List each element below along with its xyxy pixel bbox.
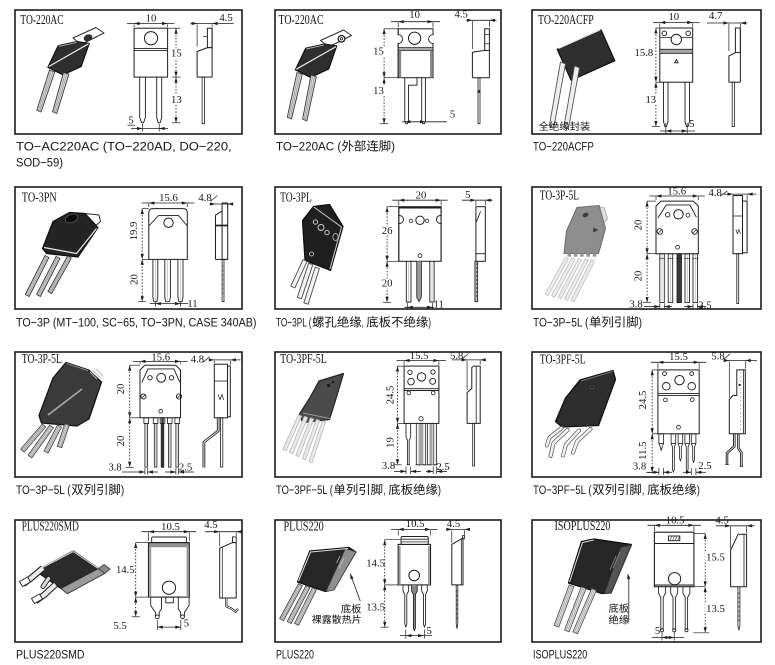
svg-text:10: 10 xyxy=(668,11,679,23)
svg-text:TO-3PF-5L: TO-3PF-5L xyxy=(280,352,327,367)
svg-text:TO−3PF−5L (: TO−3PF−5L ( xyxy=(276,484,333,498)
svg-text:15.5: 15.5 xyxy=(410,350,429,362)
svg-text:24.5: 24.5 xyxy=(384,386,396,405)
svg-text:2.5: 2.5 xyxy=(698,299,711,311)
svg-text:13.5: 13.5 xyxy=(366,602,385,614)
svg-text:TO-3P-5L: TO-3P-5L xyxy=(22,352,62,367)
svg-text:15: 15 xyxy=(171,48,182,60)
svg-text:20: 20 xyxy=(382,278,393,290)
svg-text:13: 13 xyxy=(373,85,384,97)
svg-text:): ) xyxy=(121,484,125,497)
svg-text:PLUS220: PLUS220 xyxy=(276,648,314,662)
svg-text:,: , xyxy=(362,316,364,330)
svg-text:4.5: 4.5 xyxy=(219,12,232,24)
svg-text:SOD−59): SOD−59) xyxy=(16,155,63,170)
svg-text:TO-3PL: TO-3PL xyxy=(280,191,312,205)
svg-text:TO−3PF−5L (: TO−3PF−5L ( xyxy=(533,484,592,497)
svg-text:5: 5 xyxy=(689,118,694,130)
svg-text:3.8: 3.8 xyxy=(108,462,121,474)
svg-text:20: 20 xyxy=(115,384,127,395)
svg-text:15.6: 15.6 xyxy=(667,186,686,198)
svg-text:13.5: 13.5 xyxy=(706,603,725,615)
svg-text:15.6: 15.6 xyxy=(151,351,170,363)
svg-text:5.8: 5.8 xyxy=(450,350,463,362)
svg-text:): ) xyxy=(428,316,431,330)
svg-text:TO-3PF-5L: TO-3PF-5L xyxy=(540,352,586,367)
svg-text:15.5: 15.5 xyxy=(706,552,725,564)
svg-text:13: 13 xyxy=(171,94,182,106)
svg-text:4.8: 4.8 xyxy=(191,353,204,365)
svg-text:19: 19 xyxy=(384,437,396,448)
svg-text:20: 20 xyxy=(416,189,427,201)
svg-text:3.8: 3.8 xyxy=(629,298,642,310)
svg-text:TO-3P-5L: TO-3P-5L xyxy=(540,189,579,203)
svg-text:19.9: 19.9 xyxy=(128,222,140,241)
svg-text:4.7: 4.7 xyxy=(709,10,723,22)
svg-text:TO−3P−5L (: TO−3P−5L ( xyxy=(533,317,589,330)
svg-text:15: 15 xyxy=(373,46,384,58)
svg-text:TO-220ACFP: TO-220ACFP xyxy=(538,13,594,28)
svg-text:2.5: 2.5 xyxy=(436,461,449,473)
svg-text:20: 20 xyxy=(115,436,127,447)
svg-text:TO−220AC (: TO−220AC ( xyxy=(276,139,341,153)
svg-text:,: , xyxy=(383,484,386,498)
svg-text:5: 5 xyxy=(655,625,660,637)
svg-text:10: 10 xyxy=(146,12,157,24)
svg-text:): ) xyxy=(639,317,643,330)
svg-text:TO−3PL (: TO−3PL ( xyxy=(276,316,312,330)
svg-text:20: 20 xyxy=(633,271,645,282)
svg-text:5.8: 5.8 xyxy=(711,350,724,362)
svg-text:TO-220AC: TO-220AC xyxy=(279,13,324,28)
svg-text:10.5: 10.5 xyxy=(666,515,685,527)
svg-text:11: 11 xyxy=(187,298,197,310)
svg-text:13: 13 xyxy=(645,94,656,106)
svg-text:,: , xyxy=(642,484,645,497)
svg-text:20: 20 xyxy=(129,274,141,285)
svg-text:TO-3PN: TO-3PN xyxy=(22,189,57,205)
svg-text:3.8: 3.8 xyxy=(633,460,646,472)
svg-text:10.5: 10.5 xyxy=(406,518,425,530)
svg-text:PLUS220: PLUS220 xyxy=(284,518,324,534)
svg-text:5: 5 xyxy=(450,109,455,121)
svg-text:PLUS220SMD: PLUS220SMD xyxy=(16,649,84,662)
svg-text:20: 20 xyxy=(633,220,645,231)
svg-text:15.5: 15.5 xyxy=(669,351,688,363)
svg-text:): ) xyxy=(697,484,700,497)
svg-text:11.5: 11.5 xyxy=(637,442,649,460)
svg-text:ISOPLUS220: ISOPLUS220 xyxy=(555,519,611,534)
svg-text:24.5: 24.5 xyxy=(637,391,649,410)
svg-text:PLUS220SMD: PLUS220SMD xyxy=(22,520,79,534)
svg-text:4.5: 4.5 xyxy=(455,9,468,21)
svg-text:26: 26 xyxy=(382,225,393,237)
svg-text:15.6: 15.6 xyxy=(159,192,178,204)
svg-text:TO−3P−5L (: TO−3P−5L ( xyxy=(16,484,71,497)
svg-text:2.5: 2.5 xyxy=(698,460,711,472)
svg-text:): ) xyxy=(438,484,441,498)
svg-text:5: 5 xyxy=(128,115,133,127)
svg-text:TO-220AC: TO-220AC xyxy=(20,14,64,28)
svg-text:): ) xyxy=(391,139,395,153)
svg-text:5: 5 xyxy=(184,618,189,630)
svg-text:14.5: 14.5 xyxy=(366,558,385,570)
svg-text:14.5: 14.5 xyxy=(116,564,135,576)
svg-text:15.8: 15.8 xyxy=(635,47,654,59)
svg-text:5: 5 xyxy=(465,189,470,201)
svg-text:TO−3P (MT−100, SC−65, TO−3PN,: TO−3P (MT−100, SC−65, TO−3PN, CASE 340AB… xyxy=(16,317,257,330)
svg-text:5.5: 5.5 xyxy=(113,620,126,632)
svg-text:10.5: 10.5 xyxy=(161,521,180,533)
svg-text:4.5: 4.5 xyxy=(715,515,728,527)
svg-text:TO−AC220AC (TO−220AD, DO−220,: TO−AC220AC (TO−220AD, DO−220, xyxy=(16,140,232,154)
svg-text:5: 5 xyxy=(427,625,432,637)
svg-text:TO−220ACFP: TO−220ACFP xyxy=(533,140,594,153)
svg-text:4.8: 4.8 xyxy=(198,192,211,204)
svg-text:10: 10 xyxy=(409,9,420,21)
svg-text:2.5: 2.5 xyxy=(179,462,192,474)
svg-text:4.5: 4.5 xyxy=(204,519,217,531)
svg-text:ISOPLUS220: ISOPLUS220 xyxy=(533,648,587,662)
svg-text:4.8: 4.8 xyxy=(709,187,722,199)
svg-text:11: 11 xyxy=(434,299,444,311)
svg-text:4.5: 4.5 xyxy=(447,518,460,530)
svg-text:3.8: 3.8 xyxy=(382,460,395,472)
